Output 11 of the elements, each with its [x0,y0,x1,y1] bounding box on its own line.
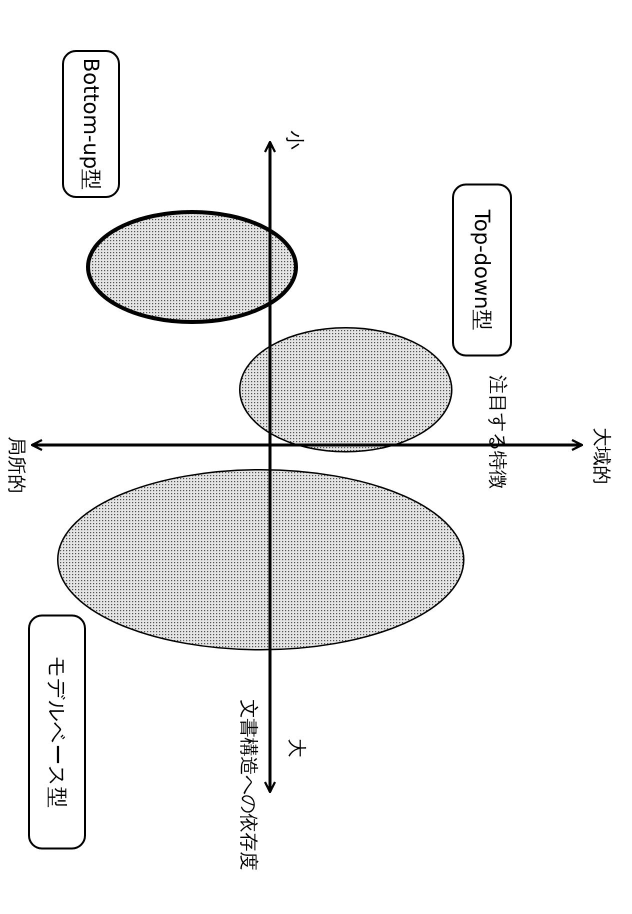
shaded-ellipse [86,210,298,324]
axis-label: 文書構造への依存度 [238,700,258,870]
shaded-ellipse [239,327,453,453]
category-label: Bottom-up型 [62,50,120,198]
axis-label: 小 [284,130,304,150]
axis-label: 大域的 [592,428,610,484]
axis-label: 局所的 [6,436,26,494]
shaded-ellipse [57,469,465,651]
axis-label: 大 [286,738,306,758]
category-label: モデルベース型 [28,614,86,850]
category-label: Top-down型 [452,184,512,356]
